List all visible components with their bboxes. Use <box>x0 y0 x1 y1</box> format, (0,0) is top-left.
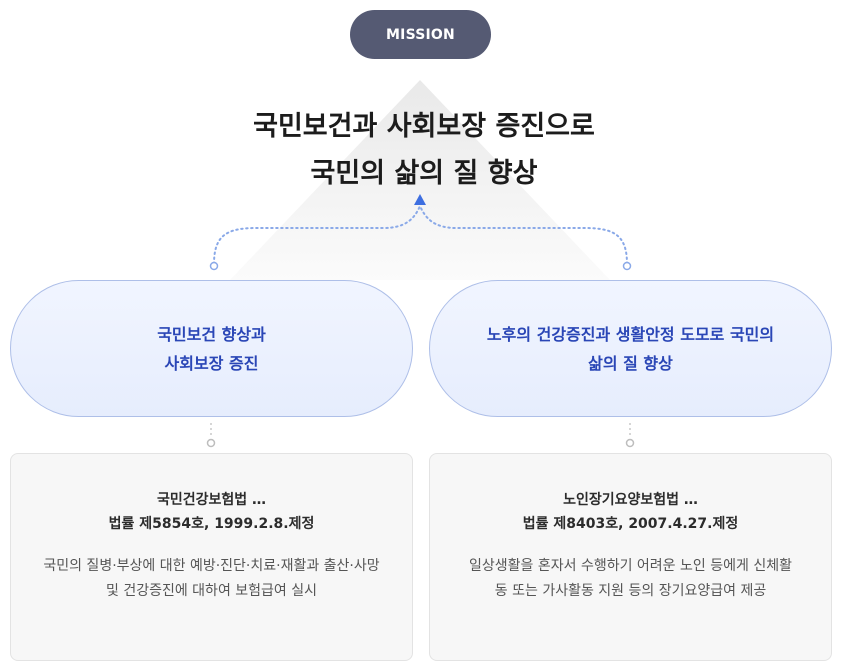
goal-pill-line2: 삶의 질 향상 <box>588 353 673 373</box>
law-name: 국민건강보험법 … <box>156 492 267 508</box>
law-description: 국민의 질병·부상에 대한 예방·진단·치료·재활과 출산·사망 및 건강증진에… <box>43 558 380 599</box>
connector-left <box>213 205 421 265</box>
connector-right <box>419 205 628 265</box>
connector-dot-down-right <box>625 438 635 448</box>
law-info: 법률 제8403호, 2007.4.27.제정 <box>522 516 739 532</box>
law-card-long-term-care: 노인장기요양보험법 … 법률 제8403호, 2007.4.27.제정 일상생활… <box>429 453 832 661</box>
goal-pill-elderly: 노후의 건강증진과 생활안정 도모로 국민의 삶의 질 향상 <box>429 280 832 417</box>
law-card-health-insurance: 국민건강보험법 … 법률 제5854호, 1999.2.8.제정 국민의 질병·… <box>10 453 413 661</box>
mission-badge: MISSION <box>350 10 491 59</box>
goal-pill-line1: 국민보건 향상과 <box>157 324 266 344</box>
law-info: 법률 제5854호, 1999.2.8.제정 <box>108 516 315 532</box>
arrow-up-icon <box>414 194 426 205</box>
goal-pill-line2: 사회보장 증진 <box>164 353 259 373</box>
mission-title-line1: 국민보건과 사회보장 증진으로 <box>253 111 595 142</box>
goal-pill-health: 국민보건 향상과 사회보장 증진 <box>10 280 413 417</box>
goal-pill-line1: 노후의 건강증진과 생활안정 도모로 국민의 <box>486 324 775 344</box>
connector-dot-down-left <box>206 438 216 448</box>
law-name: 노인장기요양보험법 … <box>563 492 698 508</box>
law-description: 일상생활을 혼자서 수행하기 어려운 노인 등에게 신체활동 또는 가사활동 지… <box>469 558 792 599</box>
connector-dot-right <box>622 261 632 271</box>
connector-dot-left <box>209 261 219 271</box>
mission-title-line2: 국민의 삶의 질 향상 <box>310 158 538 189</box>
